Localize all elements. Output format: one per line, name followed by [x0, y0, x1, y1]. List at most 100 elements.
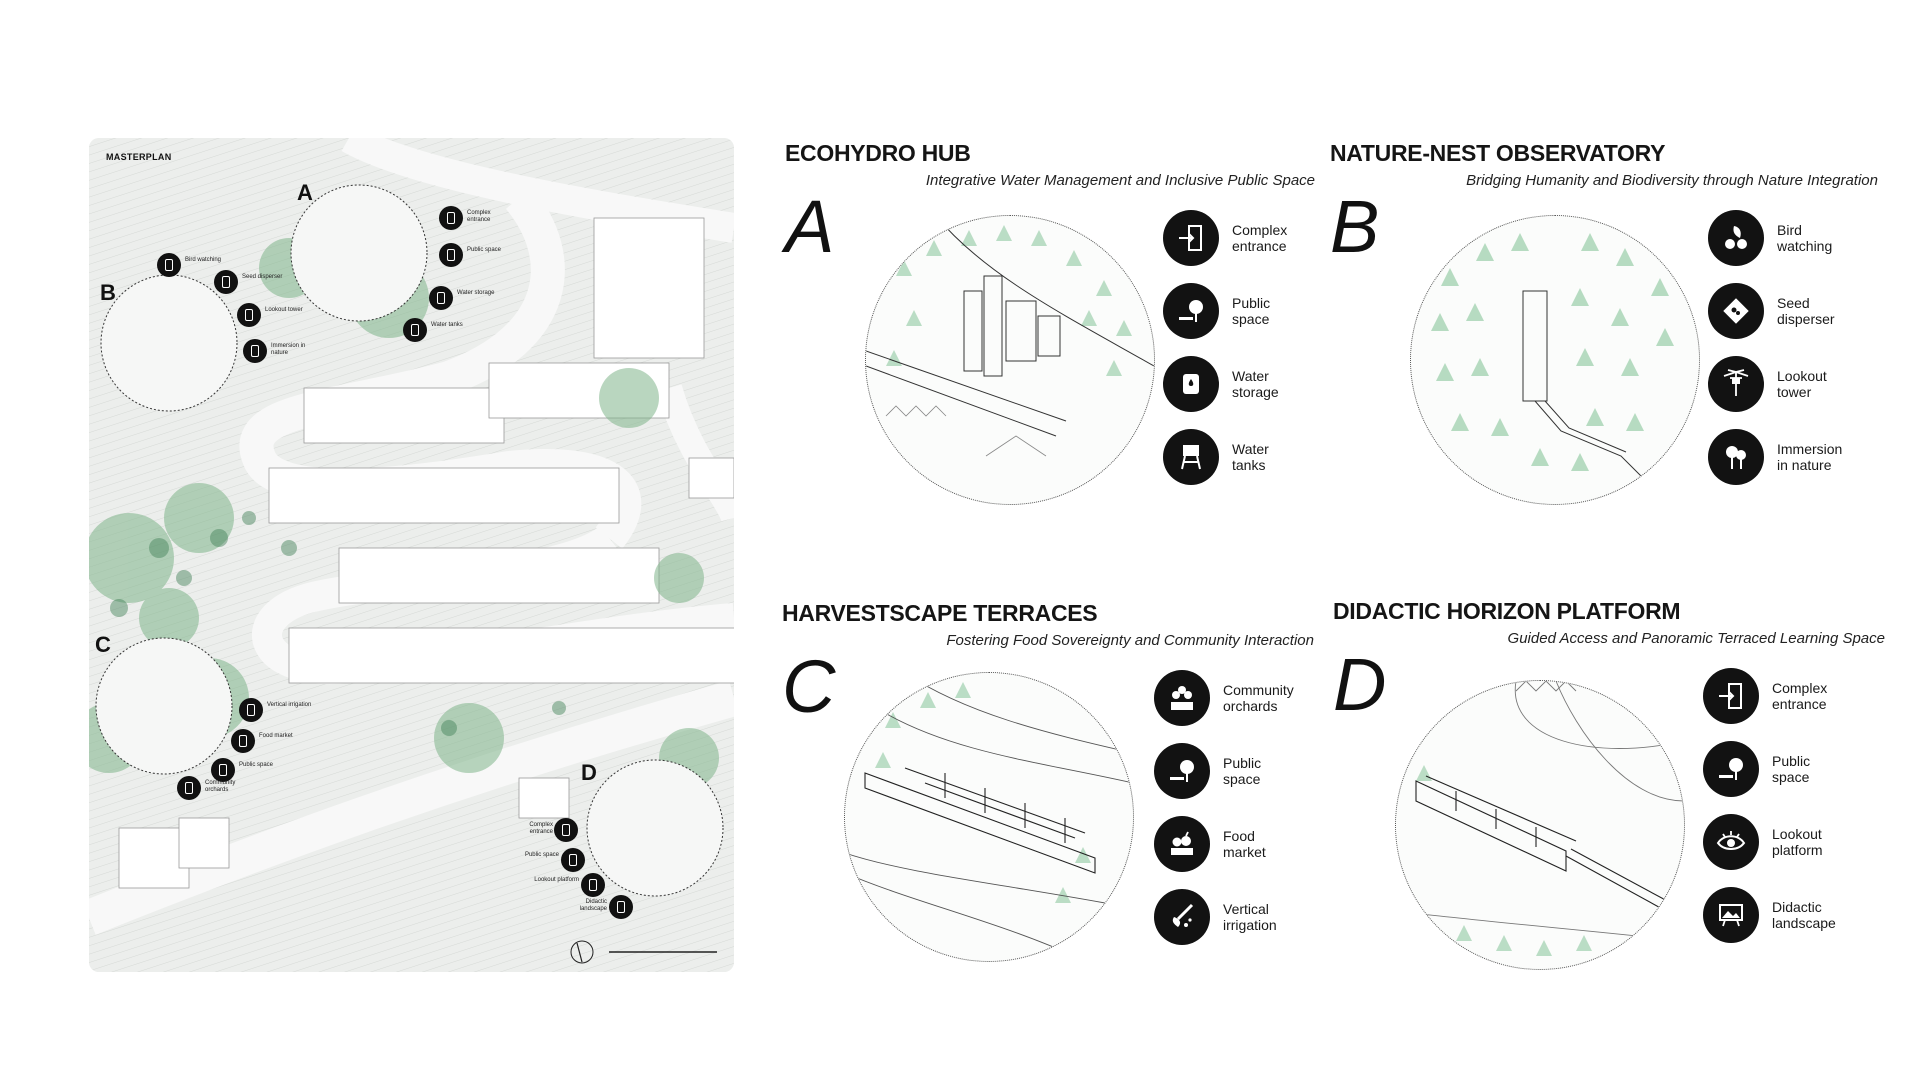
masterplan-letter-d: D	[581, 760, 597, 785]
forest-immersion-icon	[1708, 429, 1764, 485]
mini-label-c-4: Vertical irrigation	[267, 702, 312, 708]
panel-b-nature-nest-observatory: NATURE-NEST OBSERVATORY Bridging Humanit…	[1330, 140, 1878, 540]
legend-label: Immersion in nature	[1777, 441, 1843, 473]
food-market-icon	[1154, 816, 1210, 872]
panel-a-ecohydro-hub: ECOHYDRO HUB Integrative Water Managemen…	[785, 140, 1325, 540]
mini-label-c-2: Public space	[239, 762, 274, 768]
panel-a-legend: Complex entrance Public space Water stor…	[1163, 210, 1333, 502]
legend-label: Food market	[1223, 828, 1266, 860]
legend-label: Water tanks	[1232, 441, 1269, 473]
mini-door-entrance-icon	[439, 206, 463, 230]
mini-label-d-3: Lookout platform	[534, 877, 579, 883]
bird-binoculars-icon	[1708, 210, 1764, 266]
panel-a-subtitle: Integrative Water Management and Inclusi…	[925, 172, 1315, 189]
panel-b-subtitle: Bridging Humanity and Biodiversity throu…	[1466, 172, 1878, 189]
masterplan-title: MASTERPLAN	[106, 152, 172, 162]
legend-item: Lookout tower	[1708, 356, 1878, 429]
panel-d-axonometric-circle	[1395, 680, 1685, 970]
mini-tree-bench-icon	[561, 848, 585, 872]
legend-label: Complex entrance	[1232, 222, 1288, 254]
water-tank-drop-icon	[1163, 356, 1219, 412]
legend-label: Public space	[1772, 753, 1811, 785]
legend-label: Water storage	[1232, 368, 1279, 400]
mini-label-b-2: Seed disperser	[242, 274, 283, 280]
didactic-landscape-icon	[1703, 887, 1759, 943]
panel-c-letter: C	[782, 645, 836, 728]
legend-item: Didactic landscape	[1703, 887, 1873, 960]
legend-label: Public space	[1223, 755, 1262, 787]
panel-b-title: NATURE-NEST OBSERVATORY	[1330, 140, 1666, 166]
mini-community-orchard-icon	[177, 776, 201, 800]
panel-c-harvestscape-terraces: HARVESTSCAPE TERRACES Fostering Food Sov…	[782, 600, 1322, 1000]
legend-label: Complex entrance	[1772, 680, 1828, 712]
masterplan-letter-b: B	[100, 280, 116, 305]
mini-tree-bench-icon	[211, 758, 235, 782]
legend-item: Public space	[1163, 283, 1333, 356]
mini-food-market-icon	[231, 729, 255, 753]
vertical-irrigation-icon	[1154, 889, 1210, 945]
mini-forest-immersion-icon	[243, 339, 267, 363]
mini-eye-lookout-icon	[581, 873, 605, 897]
mini-label-a-2: Public space	[467, 247, 502, 253]
panel-b-letter: B	[1330, 185, 1380, 268]
panel-b-legend: Bird watching Seed disperser Lookout tow…	[1708, 210, 1878, 502]
legend-item: Seed disperser	[1708, 283, 1878, 356]
legend-item: Public space	[1154, 743, 1324, 816]
mini-label-c-1: Community orchards	[205, 780, 236, 793]
mini-label-d-4: Didactic landscape	[579, 899, 607, 912]
panel-d-title: DIDACTIC HORIZON PLATFORM	[1333, 598, 1681, 624]
panel-c-axonometric-circle	[844, 672, 1134, 962]
mini-label-b-3: Lookout tower	[265, 307, 303, 313]
panel-a-title: ECOHYDRO HUB	[785, 140, 971, 166]
mini-didactic-landscape-icon	[609, 895, 633, 919]
panel-d-legend: Complex entrance Public space Lookout pl…	[1703, 668, 1873, 960]
legend-item: Complex entrance	[1163, 210, 1333, 283]
panel-a-letter: A	[785, 185, 835, 268]
panel-c-subtitle: Fostering Food Sovereignty and Community…	[946, 632, 1314, 649]
mini-label-d-2: Public space	[524, 852, 559, 858]
legend-label: Community orchards	[1223, 682, 1294, 714]
mini-label-b-1: Bird watching	[185, 257, 222, 263]
water-tower-icon	[1163, 429, 1219, 485]
door-entrance-icon	[1163, 210, 1219, 266]
legend-label: Lookout tower	[1777, 368, 1827, 400]
panel-d-didactic-horizon-platform: DIDACTIC HORIZON PLATFORM Guided Access …	[1333, 598, 1885, 998]
lookout-tower-icon	[1708, 356, 1764, 412]
door-entrance-icon	[1703, 668, 1759, 724]
mini-seed-disperser-icon	[214, 270, 238, 294]
mini-label-c-3: Food market	[259, 733, 293, 739]
tree-bench-icon	[1154, 743, 1210, 799]
panel-a-axonometric-circle	[865, 215, 1155, 505]
mini-label-b-4: Immersion in nature	[271, 343, 306, 356]
legend-label: Bird watching	[1777, 222, 1833, 254]
masterplan-drawing	[89, 138, 734, 972]
panel-d-letter: D	[1333, 643, 1387, 726]
legend-item: Water storage	[1163, 356, 1333, 429]
legend-item: Community orchards	[1154, 670, 1324, 743]
mini-label-a-4: Water tanks	[431, 322, 463, 328]
legend-label: Seed disperser	[1777, 295, 1835, 327]
legend-item: Complex entrance	[1703, 668, 1873, 741]
legend-item: Water tanks	[1163, 429, 1333, 502]
eye-lookout-icon	[1703, 814, 1759, 870]
mini-vertical-irrigation-icon	[239, 698, 263, 722]
legend-item: Food market	[1154, 816, 1324, 889]
panel-c-legend: Community orchards Public space Food mar…	[1154, 670, 1324, 962]
legend-item: Public space	[1703, 741, 1873, 814]
legend-item: Immersion in nature	[1708, 429, 1878, 502]
mini-lookout-tower-icon	[237, 303, 261, 327]
masterplan-letter-a: A	[297, 180, 313, 205]
legend-item: Bird watching	[1708, 210, 1878, 283]
legend-item: Lookout platform	[1703, 814, 1873, 887]
legend-label: Didactic landscape	[1772, 899, 1836, 931]
mini-bird-binoculars-icon	[157, 253, 181, 277]
mini-label-a-1: Complex entrance	[467, 210, 491, 223]
community-orchard-icon	[1154, 670, 1210, 726]
panel-b-axonometric-circle	[1410, 215, 1700, 505]
mini-water-tank-drop-icon	[429, 286, 453, 310]
legend-label: Lookout platform	[1772, 826, 1823, 858]
mini-tree-bench-icon	[439, 243, 463, 267]
masterplan-letter-c: C	[95, 632, 111, 657]
panel-c-title: HARVESTSCAPE TERRACES	[782, 600, 1098, 626]
tree-bench-icon	[1163, 283, 1219, 339]
